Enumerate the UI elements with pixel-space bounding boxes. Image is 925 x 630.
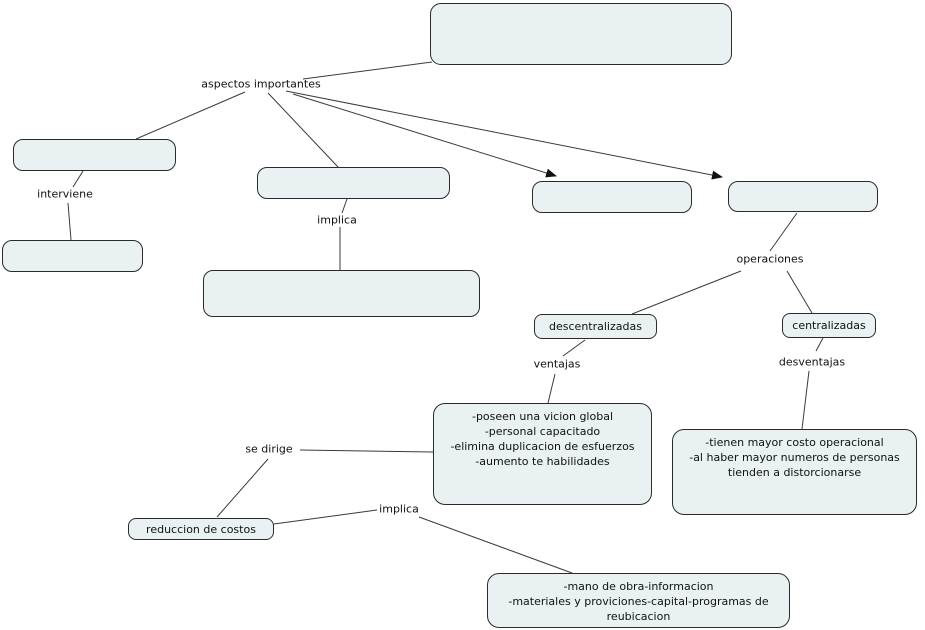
connector-reduccion-implica2 bbox=[273, 509, 378, 525]
concept-node-middle-child-empty[interactable] bbox=[203, 270, 480, 317]
concept-node-arrow-target-1-empty[interactable] bbox=[532, 181, 692, 213]
connector-interviene-leftnode2 bbox=[67, 202, 72, 241]
link-label-se-dirige[interactable]: se dirige bbox=[245, 442, 293, 456]
link-label-desventajas[interactable]: desventajas bbox=[778, 355, 846, 369]
connector-desventajas-desventajasbox bbox=[801, 370, 810, 430]
connector-sedirige-ventajasbox bbox=[299, 449, 434, 453]
concept-node-reduccion-de-costos[interactable]: reduccion de costos bbox=[128, 518, 274, 540]
concept-node-ventajas-list[interactable]: -poseen una vicion global -personal capa… bbox=[433, 403, 652, 505]
connector-aspectos-arrownode2 bbox=[285, 90, 723, 180]
connector-descentralizadas-ventajas bbox=[562, 339, 586, 357]
connector-sedirige-reduccion bbox=[216, 458, 269, 518]
connector-implica2-recursos bbox=[418, 516, 573, 574]
concept-node-left-child-empty[interactable] bbox=[2, 240, 143, 272]
connector-arrownode2-operaciones bbox=[769, 212, 798, 252]
concept-node-centralizadas[interactable]: centralizadas bbox=[782, 313, 876, 338]
connector-centralizadas-desventajas bbox=[815, 337, 824, 352]
connector-leftnode-interviene bbox=[72, 170, 84, 188]
connector-aspectos-topnode bbox=[302, 61, 433, 80]
connector-aspectos-midnode bbox=[267, 92, 339, 168]
concept-node-arrow-target-2-empty[interactable] bbox=[728, 181, 878, 212]
link-label-interviene[interactable]: interviene bbox=[37, 187, 93, 201]
connector-aspectos-arrownode1 bbox=[292, 93, 557, 178]
link-label-aspectos-importantes[interactable]: aspectos importantes bbox=[201, 77, 321, 91]
concept-node-middle-empty[interactable] bbox=[257, 167, 450, 199]
concept-node-desventajas-list[interactable]: -tienen mayor costo operacional -al habe… bbox=[672, 429, 917, 515]
connector-aspectos-leftnode bbox=[135, 91, 246, 140]
concept-node-recursos-list[interactable]: -mano de obra-informacion -materiales y … bbox=[487, 573, 790, 628]
concept-node-top-empty[interactable] bbox=[430, 3, 732, 65]
concept-node-left-empty[interactable] bbox=[13, 139, 176, 171]
connector-ventajas-ventajasbox bbox=[547, 373, 556, 404]
link-label-implica-1[interactable]: implica bbox=[317, 213, 357, 227]
connector-operaciones-centralizadas bbox=[786, 270, 813, 314]
link-label-ventajas[interactable]: ventajas bbox=[533, 357, 581, 371]
link-label-implica-2[interactable]: implica bbox=[379, 502, 419, 516]
link-label-operaciones[interactable]: operaciones bbox=[736, 252, 804, 266]
connector-midnode-implica1 bbox=[341, 198, 348, 214]
concept-node-descentralizadas[interactable]: descentralizadas bbox=[534, 314, 657, 339]
connector-operaciones-descentralizadas bbox=[631, 270, 742, 315]
